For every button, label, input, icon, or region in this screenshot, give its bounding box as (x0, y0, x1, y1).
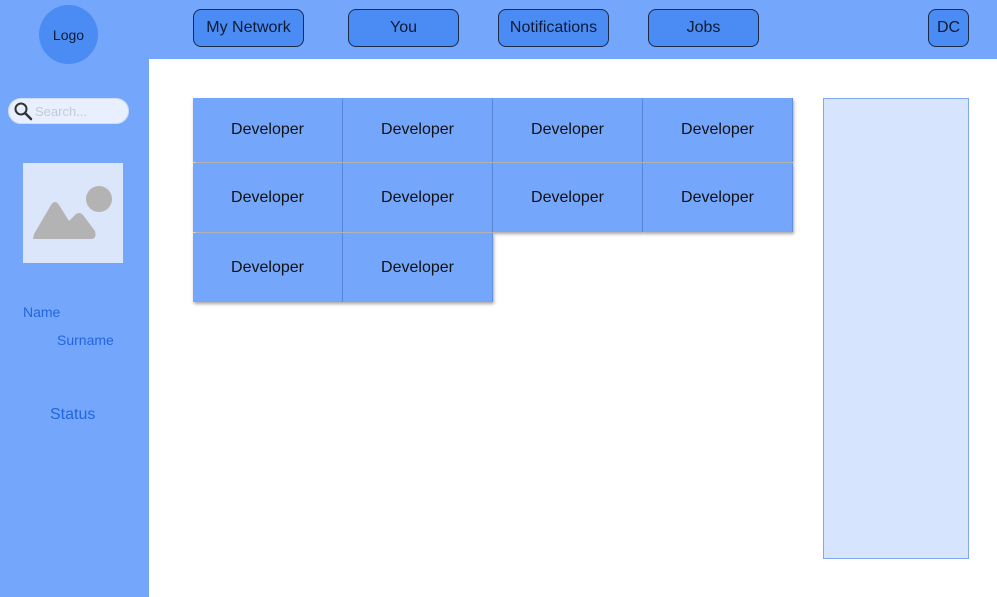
developer-card[interactable]: Developer (193, 98, 343, 162)
developer-card[interactable]: Developer (493, 163, 643, 232)
logo[interactable]: Logo (39, 5, 98, 64)
developer-card[interactable]: Developer (343, 163, 493, 232)
avatar-image-placeholder (23, 163, 123, 263)
right-side-panel (823, 98, 969, 559)
developer-card[interactable]: Developer (493, 98, 643, 162)
nav-jobs-button[interactable]: Jobs (648, 9, 759, 47)
nav-you-button[interactable]: You (348, 9, 459, 47)
developer-card[interactable]: Developer (643, 163, 793, 232)
user-initials-button[interactable]: DC (928, 9, 969, 47)
developer-card[interactable]: Developer (343, 98, 493, 162)
profile-surname: Surname (57, 332, 114, 348)
developer-card[interactable]: Developer (193, 163, 343, 232)
profile-status: Status (50, 406, 96, 423)
nav-my-network-button[interactable]: My Network (193, 9, 304, 47)
search-icon (13, 101, 33, 121)
developer-card[interactable]: Developer (343, 233, 493, 302)
developer-card[interactable]: Developer (193, 233, 343, 302)
search-input[interactable] (33, 103, 125, 119)
nav-notifications-button[interactable]: Notifications (498, 9, 609, 47)
left-sidebar (0, 59, 149, 597)
profile-name: Name (23, 304, 61, 320)
search-box[interactable] (8, 98, 129, 124)
developer-card[interactable]: Developer (643, 98, 793, 162)
image-icon (33, 186, 112, 239)
